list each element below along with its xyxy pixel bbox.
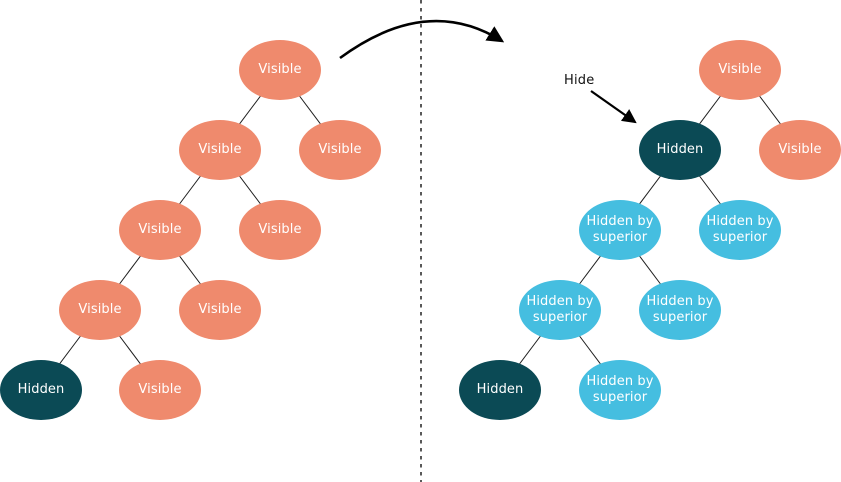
- tree-node-hidden-by-superior: Hidden by superior: [699, 200, 781, 260]
- tree-node-hidden: Hidden: [0, 360, 82, 420]
- tree-node-hidden: Hidden: [639, 120, 721, 180]
- tree-node-label: Visible: [78, 302, 122, 317]
- tree-node-label: Hidden by superior: [526, 294, 594, 325]
- hide-arrow-icon: [590, 90, 637, 124]
- tree-node-label: Visible: [718, 62, 762, 77]
- tree-node-visible: Visible: [699, 40, 781, 100]
- tree-node-label: Visible: [198, 142, 242, 157]
- tree-node-hidden-by-superior: Hidden by superior: [639, 280, 721, 340]
- tree-node-hidden-by-superior: Hidden by superior: [579, 200, 661, 260]
- tree-node-visible: Visible: [119, 200, 201, 260]
- tree-node-label: Hidden: [17, 382, 65, 397]
- tree-node-visible: Visible: [179, 120, 261, 180]
- tree-node-label: Hidden by superior: [586, 374, 654, 405]
- tree-node-label: Hidden: [656, 142, 704, 157]
- tree-node-label: Hidden: [476, 382, 524, 397]
- tree-node-hidden-by-superior: Hidden by superior: [519, 280, 601, 340]
- tree-node-label: Visible: [258, 62, 302, 77]
- tree-node-label: Hidden by superior: [646, 294, 714, 325]
- tree-node-visible: Visible: [239, 200, 321, 260]
- tree-node-label: Visible: [198, 302, 242, 317]
- tree-node-visible: Visible: [299, 120, 381, 180]
- tree-node-label: Visible: [138, 222, 182, 237]
- tree-node-label: Visible: [138, 382, 182, 397]
- hide-annotation-label: Hide: [564, 73, 595, 88]
- tree-node-visible: Visible: [179, 280, 261, 340]
- tree-node-label: Visible: [318, 142, 362, 157]
- tree-node-visible: Visible: [59, 280, 141, 340]
- tree-node-visible: Visible: [759, 120, 841, 180]
- tree-node-visible: Visible: [239, 40, 321, 100]
- tree-node-hidden-by-superior: Hidden by superior: [579, 360, 661, 420]
- tree-node-label: Hidden by superior: [706, 214, 774, 245]
- tree-node-label: Visible: [778, 142, 822, 157]
- tree-node-hidden: Hidden: [459, 360, 541, 420]
- transform-arrow-icon: [339, 19, 505, 60]
- tree-node-label: Visible: [258, 222, 302, 237]
- tree-node-label: Hidden by superior: [586, 214, 654, 245]
- tree-node-visible: Visible: [119, 360, 201, 420]
